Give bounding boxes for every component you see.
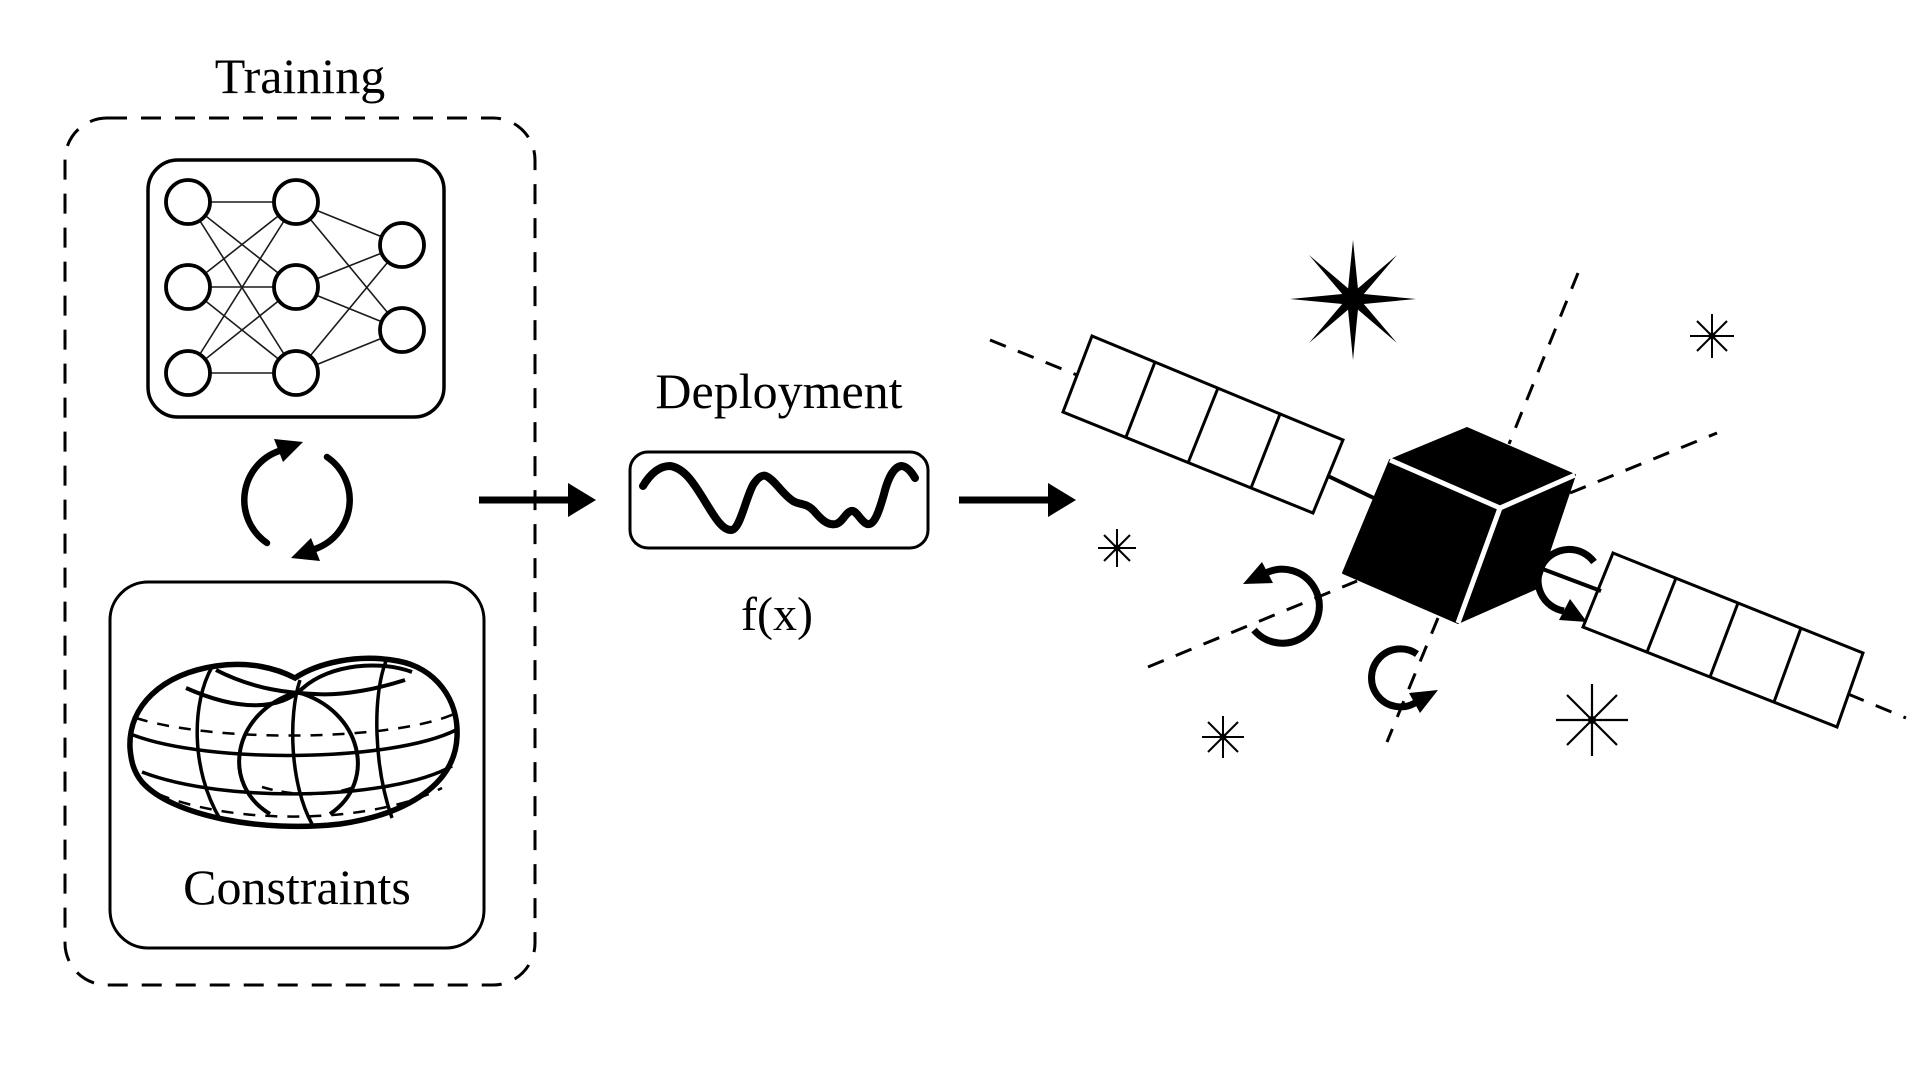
neural-network-nodes <box>164 178 426 397</box>
cycle-arrowhead-top <box>274 439 303 462</box>
left-panel-strut <box>1327 474 1381 503</box>
rotation-arrow-left <box>1243 562 1323 647</box>
constraints-label: Constraints <box>183 859 411 915</box>
cycle-arrowhead-bottom <box>291 538 320 561</box>
training-section: Training <box>63 48 537 987</box>
rotation-arc <box>1534 545 1597 615</box>
rotation-arc <box>1251 565 1323 647</box>
constraint-manifold-icon <box>127 655 460 830</box>
arrow-head <box>568 483 596 517</box>
arrow-head <box>1048 483 1076 517</box>
main-axis-dashed-left <box>989 338 1078 377</box>
manifold-fold-upper <box>185 663 413 708</box>
rotation-arrow-right <box>1534 545 1597 622</box>
rotation-arrow-bottom <box>1368 645 1438 713</box>
cycle-arc-left <box>241 447 283 547</box>
diagonal-axis-dashed-right <box>1569 431 1718 495</box>
deployment-section: Deployment f(x) <box>628 363 930 641</box>
left-solar-panel-dividers <box>1124 361 1282 489</box>
neural-network-frame <box>146 158 446 419</box>
flow-arrow-training-to-deployment <box>479 483 596 517</box>
rotation-arrowhead <box>1559 599 1587 622</box>
manifold-inner-left <box>237 690 298 816</box>
star-large <box>1290 240 1416 360</box>
manifold-longitude-3 <box>375 660 394 819</box>
manifold-latitude-dashed-1 <box>135 712 455 737</box>
training-label: Training <box>215 48 385 104</box>
manifold-latitude-1 <box>132 728 457 758</box>
constraints-frame <box>108 580 486 950</box>
manifold-longitude-2 <box>290 679 314 825</box>
left-solar-panel <box>1061 334 1345 515</box>
cycle-arrows-icon <box>241 439 353 561</box>
satellite-axes <box>989 272 1907 743</box>
satellite-cube-body <box>1342 427 1577 624</box>
deployment-label: Deployment <box>655 363 902 419</box>
manifold-inner-right <box>296 690 360 816</box>
star-medium <box>1556 684 1628 756</box>
fx-label: f(x) <box>741 588 813 641</box>
steep-axis-dashed-bottom <box>1385 617 1440 743</box>
right-solar-panel-frame <box>1581 551 1865 729</box>
signal-curve-icon <box>639 462 919 534</box>
manifold-outline <box>127 655 460 830</box>
rotation-arrowhead <box>1243 562 1273 584</box>
satellite-illustration <box>989 240 1907 758</box>
rotation-arrows <box>1243 545 1597 713</box>
star-small-1 <box>1098 529 1136 567</box>
star-small-2 <box>1202 716 1244 758</box>
steep-axis-dashed-top <box>1507 272 1580 445</box>
deployment-frame <box>628 450 930 550</box>
neural-network-icon <box>146 158 446 419</box>
star-sparkles <box>1098 240 1734 758</box>
manifold-longitude-1 <box>195 666 222 820</box>
cube-edge-highlights <box>1389 457 1577 624</box>
left-solar-panel-frame <box>1061 334 1345 515</box>
cycle-arc-right <box>311 453 353 553</box>
right-solar-panel <box>1581 551 1865 729</box>
right-solar-panel-dividers <box>1645 577 1803 703</box>
main-axis-dashed-right <box>1847 692 1907 720</box>
training-dashed-border <box>63 116 537 987</box>
diagonal-axis-dashed-left <box>1147 579 1358 669</box>
flow-arrow-deployment-to-satellite <box>959 483 1076 517</box>
right-panel-strut <box>1539 566 1602 593</box>
rotation-arrowhead <box>1409 690 1438 713</box>
constraints-card: Constraints <box>108 580 486 950</box>
star-small-3 <box>1690 314 1734 358</box>
rotation-arc <box>1368 645 1419 711</box>
manifold-latitude-dashed-3 <box>261 785 355 796</box>
